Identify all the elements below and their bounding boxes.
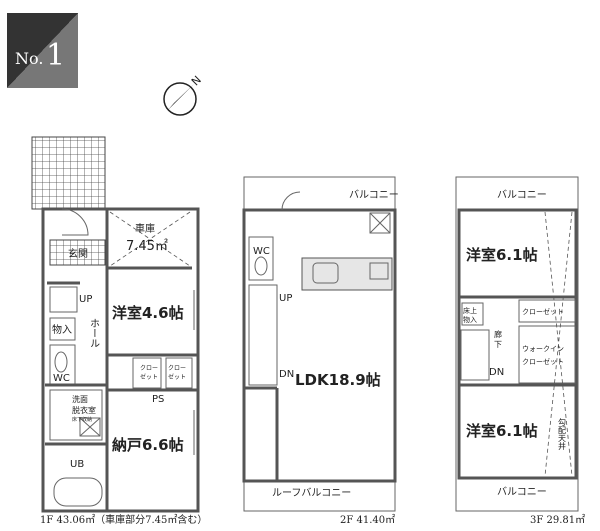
floor1-garage-label: 車庫 <box>135 222 155 235</box>
floor3-room2-label: 洋室6.1帖 <box>466 422 538 440</box>
stove <box>369 262 389 280</box>
floor3-room1-label: 洋室6.1帖 <box>466 246 538 264</box>
floor3-balcony-top-label: バルコニー <box>497 189 547 201</box>
floor2-caption-label: 2F 41.40㎡ <box>340 514 395 526</box>
floor3-storage1-label: 床上 <box>463 306 477 315</box>
floor3-dn-label: DN <box>489 367 504 378</box>
floor3-ceiling-label: 勾配天井 <box>558 417 567 451</box>
bathtub <box>53 477 103 507</box>
floor1-hall-label: ホール <box>88 318 100 348</box>
stairs <box>248 284 278 386</box>
sink <box>312 262 339 284</box>
floor2-ldk-label: LDK18.9帖 <box>295 371 381 389</box>
badge-label-label: No. <box>15 49 43 68</box>
floor2-dn-label: DN <box>279 369 294 380</box>
floor-2-plan: バルコニー WC UP DN LDK18.9帖 ルーフバルコニー 2F 41.4… <box>242 176 399 526</box>
floor1-closet-b-label: クロー <box>168 365 186 372</box>
stairs <box>460 329 490 381</box>
floor3-closet-label: クローゼット <box>522 307 564 316</box>
floor3-wic1-label: ウォークイン <box>522 345 564 353</box>
floor3-balcony-bottom-label: バルコニー <box>497 486 547 498</box>
floor1-room1-label: 洋室4.6帖 <box>112 304 184 322</box>
floor1-caption-label: 1F 43.06㎡（車庫部分7.45㎡含む） <box>40 513 207 526</box>
compass-label-label: N <box>189 73 204 88</box>
plan-number-badge: No. 1 <box>7 13 78 88</box>
floor1-dressing-label: 脱衣室 <box>72 405 96 415</box>
floor-3-plan: バルコニー 洋室6.1帖 床上 物入 廊 下 DN クローゼット ウォークイン … <box>455 176 585 526</box>
floor1-room2-label: 納戸6.6帖 <box>112 436 184 454</box>
floor1-entrance-label: 玄関 <box>68 247 88 260</box>
compass-north-icon: N <box>163 73 204 116</box>
floor3-corridor2-label: 下 <box>494 340 502 349</box>
floor1-wc-label: WC <box>53 373 70 384</box>
terrace <box>31 136 106 210</box>
stairs <box>49 286 78 313</box>
floor1-closet-a-label: クロー <box>140 365 158 372</box>
floor2-wc-label: WC <box>253 246 270 257</box>
door-swing <box>61 208 89 236</box>
floor2-up-label: UP <box>279 293 292 304</box>
floor1-garage-area-label: 7.45㎡ <box>126 239 168 254</box>
floor1-closet-a2-label: ゼット <box>140 373 158 381</box>
floor3-storage2-label: 物入 <box>463 315 477 324</box>
floor2-roof-balcony-label: ルーフバルコニー <box>272 487 351 499</box>
floor1-washroom-label: 洗面 <box>72 394 88 404</box>
floor3-wic2-label: クローゼット <box>522 357 564 366</box>
floor1-closet-b2-label: ゼット <box>168 373 186 381</box>
badge-number-label: 1 <box>46 38 65 73</box>
floor3-corridor1-label: 廊 <box>494 329 502 339</box>
floor3-caption-label: 3F 29.81㎡ <box>530 514 585 526</box>
floor1-storage-label: 物入 <box>52 323 72 336</box>
floor1-ps-label: PS <box>152 394 164 405</box>
floor1-bath-label: UB <box>70 459 84 470</box>
floor1-underfloor-label: 床下収納 <box>72 416 92 423</box>
floor1-up-label: UP <box>79 294 92 305</box>
floor-1-plan: 車庫 7.45㎡ 玄関 UP ホール 物入 WC 洗面 脱衣室 床下収納 UB … <box>31 136 207 526</box>
floor2-balcony-label: バルコニー <box>349 189 399 201</box>
